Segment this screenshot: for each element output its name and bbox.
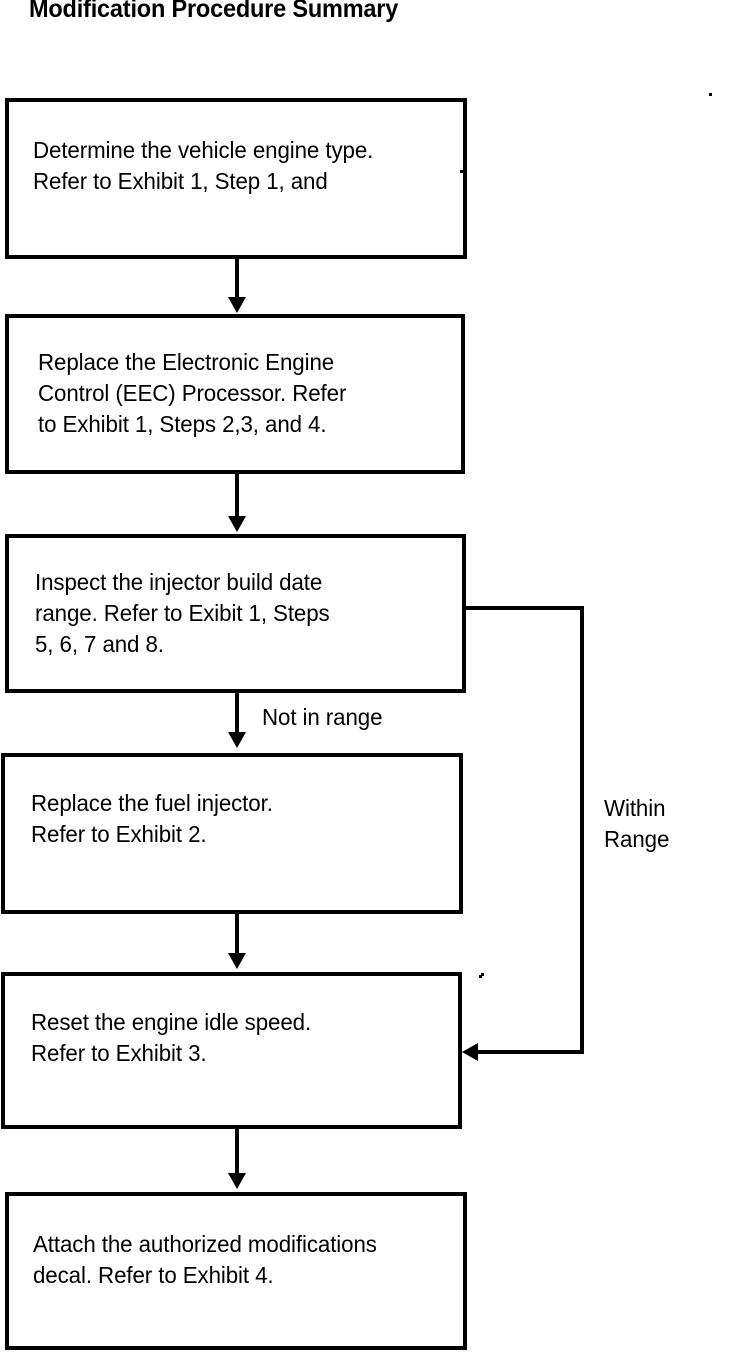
flow-node-determine-engine-type[interactable]: Determine the vehicle engine type. Refer… xyxy=(5,98,467,259)
flow-node-text: Replace the Electronic Engine Control (E… xyxy=(38,349,347,437)
connector-box1-to-box2-line xyxy=(235,258,239,300)
flow-node-inspect-injector-build-date[interactable]: Inspect the injector build date range. R… xyxy=(5,534,466,693)
connector-box3-to-box4-line xyxy=(235,692,239,736)
connector-within-range-bottom-segment xyxy=(478,1050,584,1054)
arrowhead-down-icon xyxy=(228,732,246,748)
flow-node-text: Reset the engine idle speed. Refer to Ex… xyxy=(31,1009,312,1066)
arrowhead-down-icon xyxy=(228,297,246,313)
connector-within-range-top-segment xyxy=(465,606,584,610)
connector-box2-to-box3-line xyxy=(235,473,239,517)
connector-within-range-vertical-segment xyxy=(580,606,584,1054)
connector-box4-to-box5-line xyxy=(235,913,239,957)
flow-node-replace-eec-processor[interactable]: Replace the Electronic Engine Control (E… xyxy=(5,314,465,474)
scan-speck xyxy=(479,975,482,978)
arrowhead-down-icon xyxy=(228,516,246,532)
flow-node-text: Replace the fuel injector. Refer to Exhi… xyxy=(31,790,273,847)
flow-node-attach-modifications-decal[interactable]: Attach the authorized modifications deca… xyxy=(5,1192,467,1350)
scan-speck xyxy=(481,973,484,976)
edge-label-within-range: Within Range xyxy=(604,795,670,852)
page-title: Modification Procedure Summary xyxy=(29,0,399,23)
flow-node-reset-engine-idle-speed[interactable]: Reset the engine idle speed. Refer to Ex… xyxy=(1,972,462,1129)
arrowhead-left-icon xyxy=(462,1043,478,1061)
scan-speck xyxy=(709,93,712,96)
arrowhead-down-icon xyxy=(228,953,246,969)
flow-node-text: Attach the authorized modifications deca… xyxy=(33,1231,377,1288)
flow-node-text: Inspect the injector build date range. R… xyxy=(35,569,330,657)
arrowhead-down-icon xyxy=(228,1173,246,1189)
connector-box5-to-box6-line xyxy=(235,1128,239,1176)
flow-node-replace-fuel-injector[interactable]: Replace the fuel injector. Refer to Exhi… xyxy=(1,753,463,914)
edge-label-not-in-range: Not in range xyxy=(262,704,383,730)
flow-node-text: Determine the vehicle engine type. Refer… xyxy=(33,137,374,194)
scan-speck xyxy=(460,170,463,173)
